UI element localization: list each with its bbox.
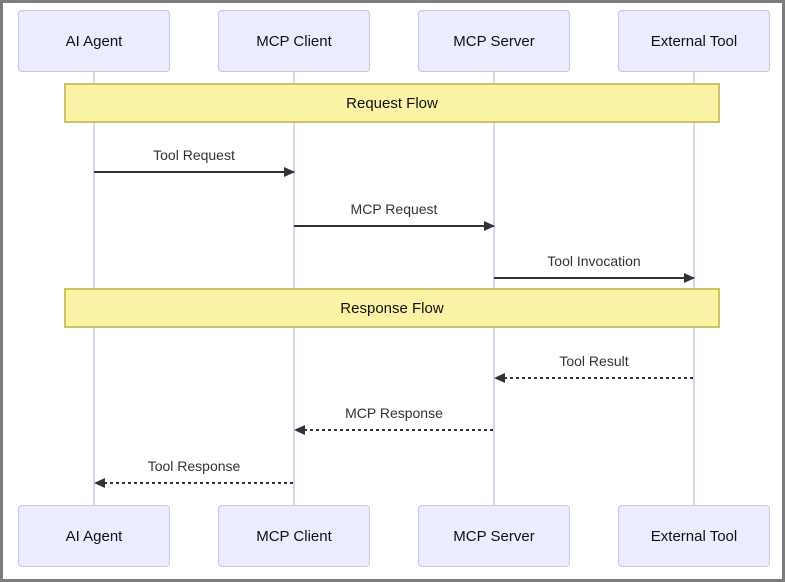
message-label-tool-invocation: Tool Invocation — [547, 253, 641, 269]
participant-top-mcp-server: MCP Server — [418, 10, 570, 72]
participant-top-ai-agent: AI Agent — [18, 10, 170, 72]
participant-top-external-tool: External Tool — [618, 10, 770, 72]
arrowhead-right-icon — [284, 167, 295, 177]
message-label-tool-request: Tool Request — [153, 147, 235, 163]
participant-label: MCP Server — [453, 32, 535, 50]
participant-label: External Tool — [650, 527, 738, 545]
arrowhead-left-icon — [94, 478, 105, 488]
message-line-mcp-response — [304, 429, 494, 431]
participant-label: AI Agent — [65, 527, 123, 545]
section-request-flow: Request Flow — [64, 83, 720, 123]
section-label: Response Flow — [340, 299, 444, 317]
arrowhead-left-icon — [494, 373, 505, 383]
message-label-mcp-request: MCP Request — [350, 201, 438, 217]
participant-bottom-mcp-server: MCP Server — [418, 505, 570, 567]
message-label-mcp-response: MCP Response — [345, 405, 443, 421]
participant-label: AI Agent — [65, 32, 123, 50]
participant-label: MCP Server — [453, 527, 535, 545]
arrowhead-right-icon — [684, 273, 695, 283]
participant-label: MCP Client — [256, 527, 332, 545]
participant-label: MCP Client — [256, 32, 332, 50]
participant-bottom-ai-agent: AI Agent — [18, 505, 170, 567]
message-line-tool-request — [94, 171, 294, 173]
message-line-tool-invocation — [494, 277, 694, 279]
message-line-tool-result — [504, 377, 694, 379]
message-label-tool-result: Tool Result — [559, 353, 629, 369]
participant-bottom-external-tool: External Tool — [618, 505, 770, 567]
arrowhead-left-icon — [294, 425, 305, 435]
message-label-tool-response: Tool Response — [147, 458, 241, 474]
participant-bottom-mcp-client: MCP Client — [218, 505, 370, 567]
arrowhead-right-icon — [484, 221, 495, 231]
section-label: Request Flow — [346, 94, 438, 112]
section-response-flow: Response Flow — [64, 288, 720, 328]
participant-top-mcp-client: MCP Client — [218, 10, 370, 72]
message-line-mcp-request — [294, 225, 494, 227]
message-line-tool-response — [104, 482, 294, 484]
participant-label: External Tool — [650, 32, 738, 50]
